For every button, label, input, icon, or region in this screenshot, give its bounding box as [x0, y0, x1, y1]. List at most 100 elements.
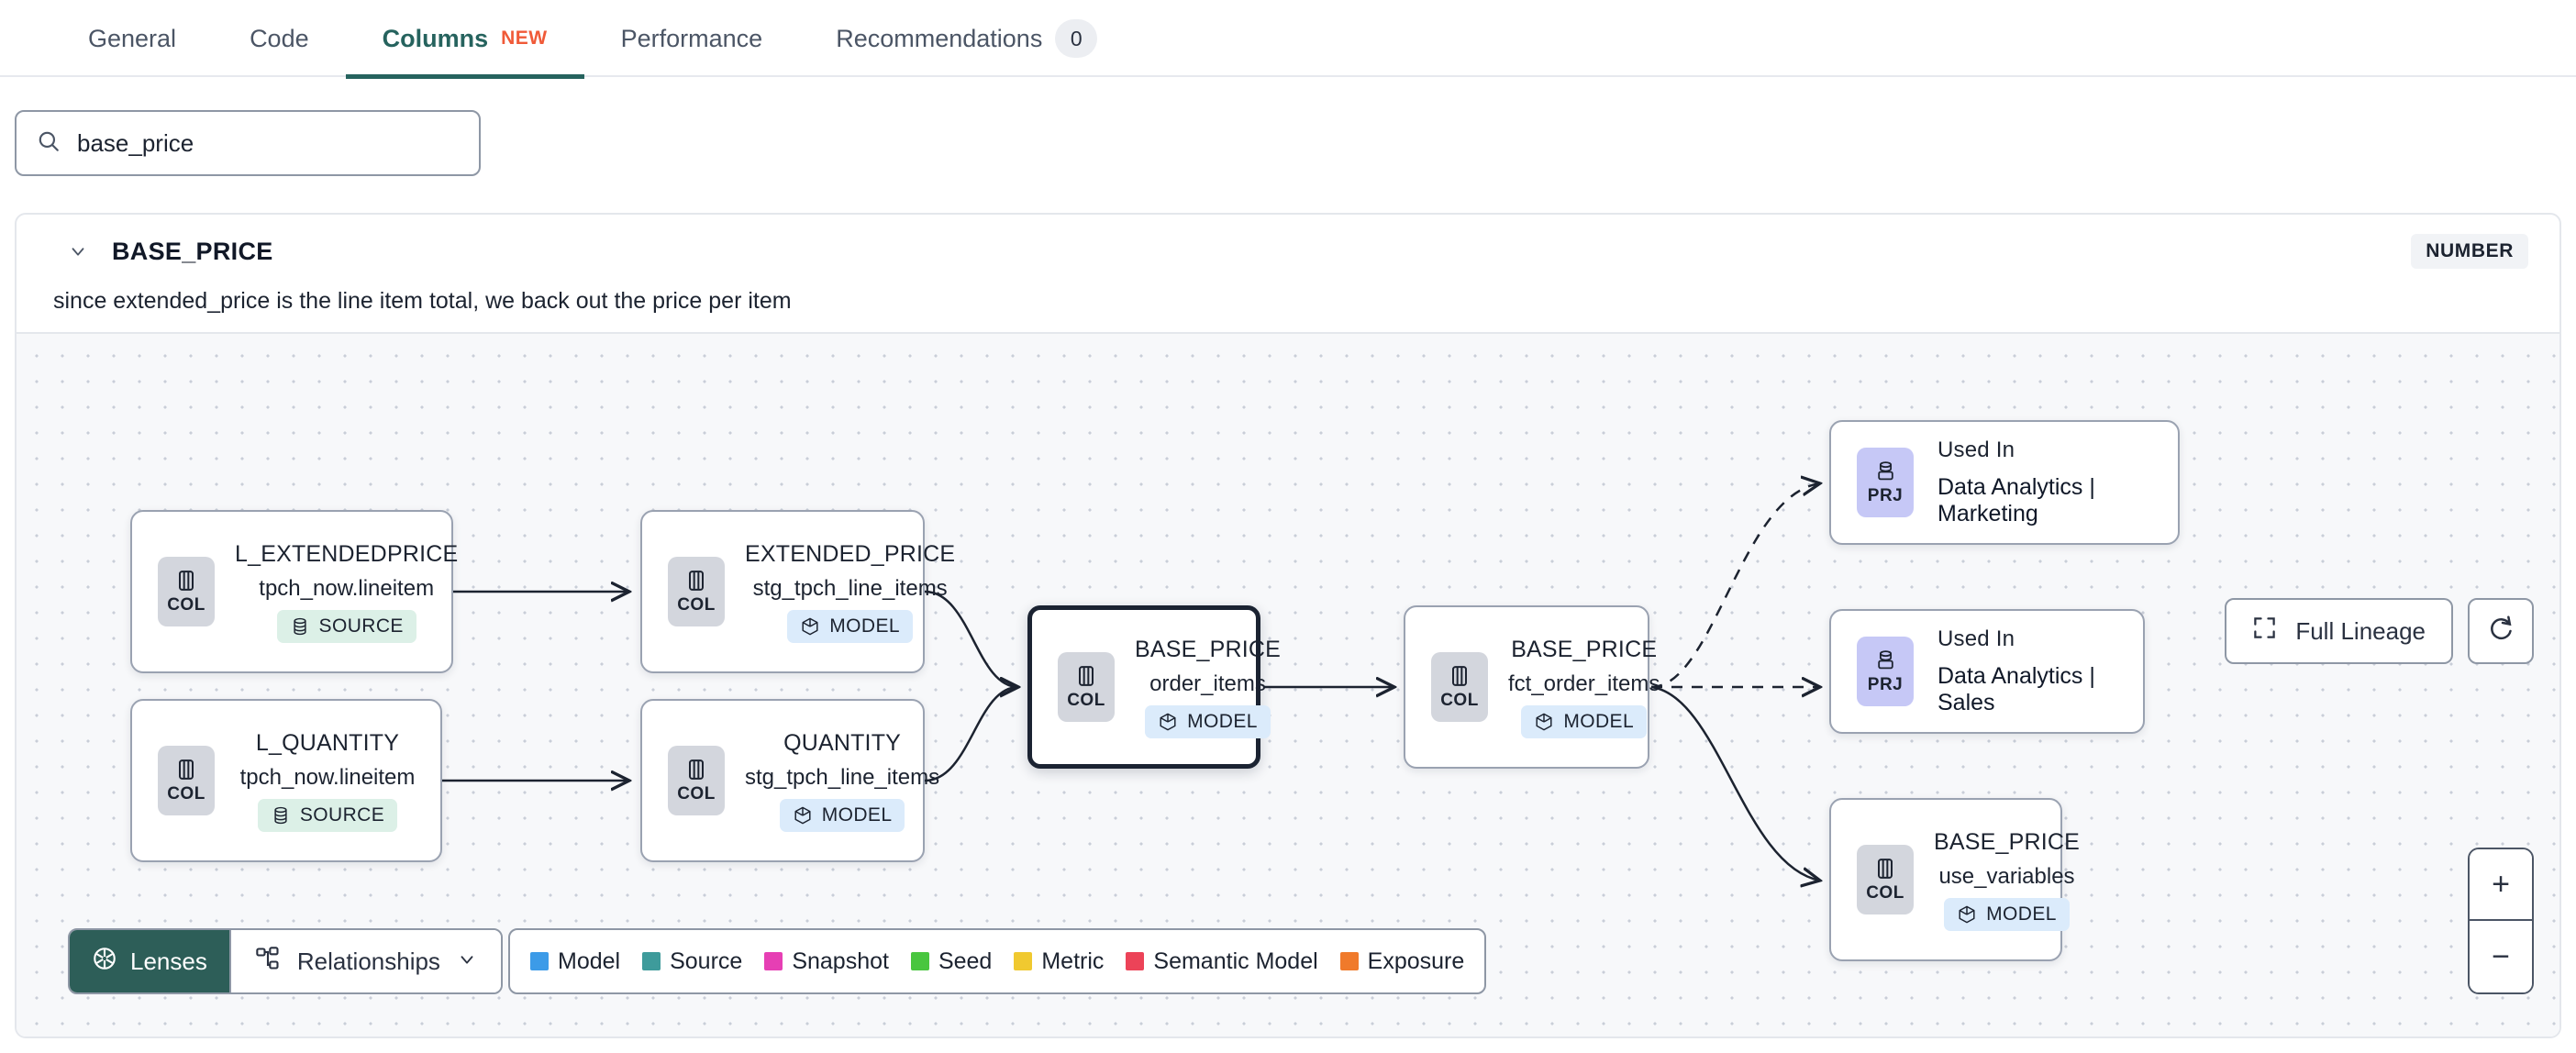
- legend-swatch: [642, 952, 661, 970]
- legend-label: Semantic Model: [1153, 948, 1318, 974]
- node-subtitle: stg_tpch_line_items: [745, 764, 940, 790]
- node-materialization-label: MODEL: [821, 804, 893, 826]
- zoom-controls: + −: [2468, 848, 2534, 994]
- node-subtitle: use_variables: [1938, 863, 2075, 889]
- node-materialization-badge: SOURCE: [257, 798, 398, 832]
- node-materialization-label: MODEL: [1187, 710, 1258, 732]
- zoom-out-button[interactable]: −: [2470, 921, 2532, 992]
- node-materialization-badge: MODEL: [787, 609, 913, 643]
- node-materialization-label: MODEL: [1563, 710, 1635, 732]
- search-icon: [37, 129, 61, 158]
- project-icon: PRJ: [1857, 637, 1914, 706]
- node-kind-label: COL: [167, 784, 205, 804]
- node-subtitle: order_items: [1149, 671, 1266, 696]
- legend-label: Exposure: [1367, 948, 1465, 974]
- node-materialization-badge: MODEL: [779, 798, 905, 832]
- lineage-edges: [442, 334, 2559, 1036]
- relationships-icon: [255, 946, 281, 978]
- zoom-in-button[interactable]: +: [2470, 849, 2532, 921]
- chevron-down-icon[interactable]: [68, 241, 88, 261]
- column-icon: COL: [1857, 845, 1914, 914]
- legend-item-source[interactable]: Source: [642, 948, 742, 975]
- legend-label: Source: [670, 948, 743, 974]
- legend-swatch: [530, 952, 549, 970]
- relationships-dropdown[interactable]: Relationships: [228, 930, 501, 992]
- legend-swatch: [1339, 952, 1359, 970]
- tab-count-badge: 0: [1055, 19, 1098, 58]
- legend-label: Seed: [938, 948, 993, 974]
- node-name: BASE_PRICE: [1135, 636, 1282, 662]
- refresh-button[interactable]: [2468, 598, 2534, 664]
- lens-group: Lenses Relationships: [68, 928, 503, 994]
- aperture-icon: [92, 946, 117, 978]
- legend-item-snapshot[interactable]: Snapshot: [764, 948, 889, 975]
- tab-label: Columns: [382, 24, 489, 52]
- tab-list: General Code Columns NEW Performance Recommen…: [0, 0, 2576, 79]
- tab-new-badge: NEW: [501, 28, 548, 49]
- legend-item-semantic-model[interactable]: Semantic Model: [1126, 948, 1318, 975]
- full-lineage-button[interactable]: Full Lineage: [2225, 598, 2453, 664]
- node-subtitle: tpch_now.lineitem: [239, 764, 416, 790]
- node-name: Used In: [1938, 626, 2015, 651]
- node-subtitle: Data Analytics | Sales: [1938, 663, 2095, 715]
- tab-label: Performance: [620, 24, 763, 52]
- legend-label: Metric: [1041, 948, 1105, 974]
- legend-item-exposure[interactable]: Exposure: [1339, 948, 1465, 975]
- tab-bar: General Code Columns NEW Performance Recommen…: [0, 0, 2576, 79]
- node-subtitle: Data Analytics | Marketing: [1938, 474, 2095, 526]
- tab-code[interactable]: Code: [213, 0, 346, 77]
- project-icon: PRJ: [1857, 448, 1914, 517]
- column-icon: COL: [158, 557, 215, 626]
- lineage-node-prj_sales[interactable]: PRJ Used In Data Analytics | Sales: [1829, 609, 2145, 734]
- node-materialization-label: SOURCE: [318, 615, 404, 637]
- tab-performance[interactable]: Performance: [584, 0, 800, 77]
- lenses-button[interactable]: Lenses: [70, 930, 229, 992]
- tab-label: General: [88, 24, 177, 52]
- chevron-down-icon: [457, 948, 477, 976]
- node-subtitle: tpch_now.lineitem: [259, 575, 435, 601]
- node-name: Used In: [1938, 438, 2015, 462]
- node-kind-label: COL: [167, 595, 205, 615]
- node-kind-label: COL: [1866, 883, 1904, 903]
- legend-item-metric[interactable]: Metric: [1014, 948, 1104, 975]
- lenses-label: Lenses: [130, 947, 207, 975]
- refresh-icon: [2487, 615, 2515, 648]
- column-icon: COL: [158, 746, 215, 815]
- tab-general[interactable]: General: [51, 0, 213, 77]
- tab-label: Recommendations: [836, 24, 1043, 52]
- column-type-badge: NUMBER: [2411, 234, 2528, 269]
- node-kind-label: COL: [1067, 691, 1105, 710]
- relationships-label: Relationships: [296, 947, 440, 975]
- tab-columns[interactable]: Columns NEW: [345, 0, 584, 79]
- node-name: L_QUANTITY: [255, 729, 400, 756]
- column-header: BASE_PRICE NUMBER: [17, 215, 2559, 288]
- node-name: EXTENDED_PRICE: [745, 540, 956, 567]
- legend-swatch: [764, 952, 783, 970]
- node-subtitle: stg_tpch_line_items: [752, 575, 948, 601]
- node-materialization-badge: MODEL: [1521, 704, 1648, 738]
- node-kind-label: COL: [677, 784, 716, 804]
- node-body: Used In Data Analytics | Marketing: [1914, 438, 2178, 527]
- legend-item-model[interactable]: Model: [530, 948, 620, 975]
- lineage-node-prj_marketing[interactable]: PRJ Used In Data Analytics | Marketing: [1829, 420, 2180, 545]
- search-box[interactable]: [15, 110, 481, 176]
- node-type-legend: Model Source Snapshot Seed Metric Semantic Mo…: [508, 928, 1487, 994]
- tab-recommendations[interactable]: Recommendations 0: [799, 0, 1134, 77]
- node-kind-label: PRJ: [1867, 485, 1904, 505]
- legend-item-seed[interactable]: Seed: [910, 948, 993, 975]
- search-input[interactable]: [77, 128, 459, 158]
